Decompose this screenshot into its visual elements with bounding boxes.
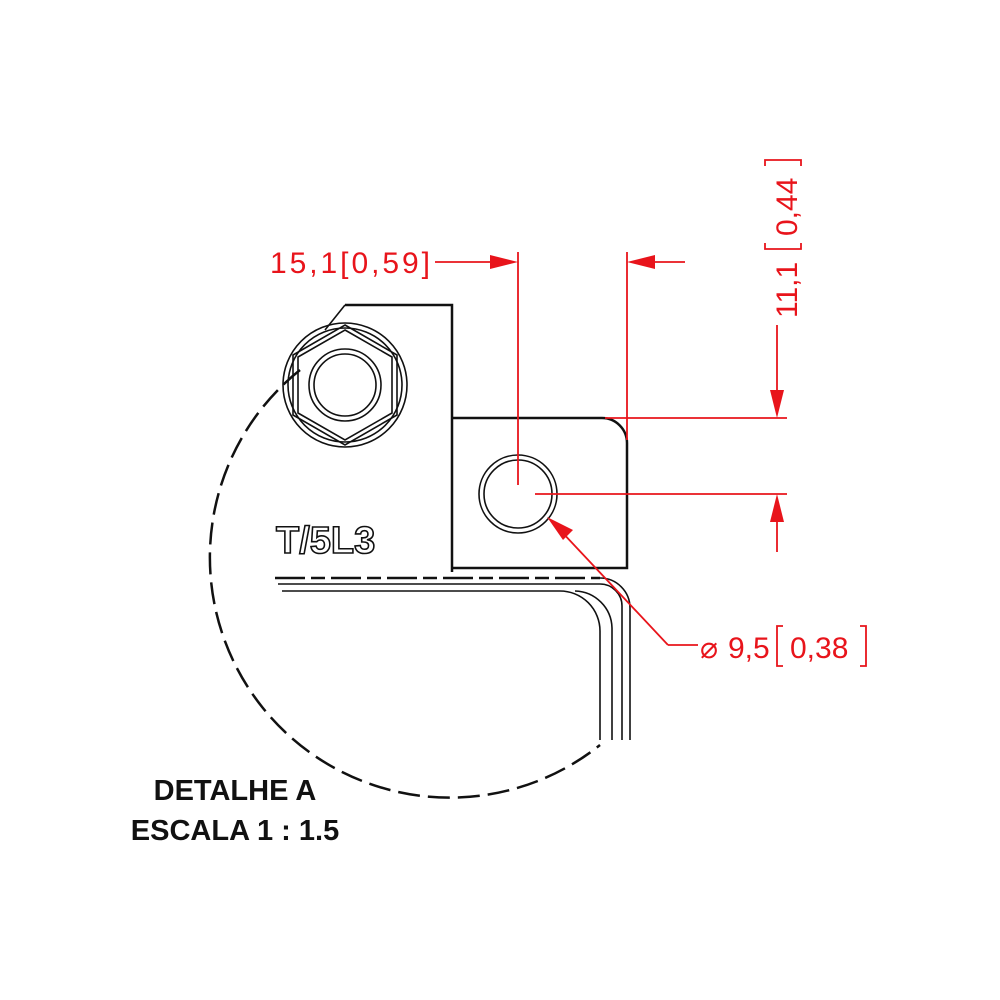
right-block-outline — [452, 416, 629, 570]
dim-horizontal-label: 15,1[0,59] — [270, 247, 430, 280]
dimension-vertical: 11,1 0,44 — [535, 159, 804, 552]
dim-diameter-symbol: ⌀ — [700, 632, 718, 665]
hex-nut — [282, 322, 408, 448]
dimension-diameter: ⌀ 9,5 0,38 — [547, 517, 867, 667]
dim-vertical-inch: 0,44 — [771, 178, 804, 236]
detail-boundary-dashed-arc — [208, 369, 601, 799]
dim-diameter-inch: 0,38 — [790, 632, 848, 665]
detail-scale: ESCALA 1 : 1.5 — [130, 815, 340, 847]
left-block-outline — [345, 303, 454, 572]
part-marking: T/5L3 — [276, 520, 375, 562]
dimension-horizontal: 15,1[0,59] — [270, 247, 685, 485]
dim-vertical-value: 11,1 — [771, 262, 804, 318]
detail-title: DETALHE A — [153, 775, 317, 807]
dim-diameter-value: 9,5 — [728, 632, 770, 665]
bent-plate — [275, 576, 631, 740]
